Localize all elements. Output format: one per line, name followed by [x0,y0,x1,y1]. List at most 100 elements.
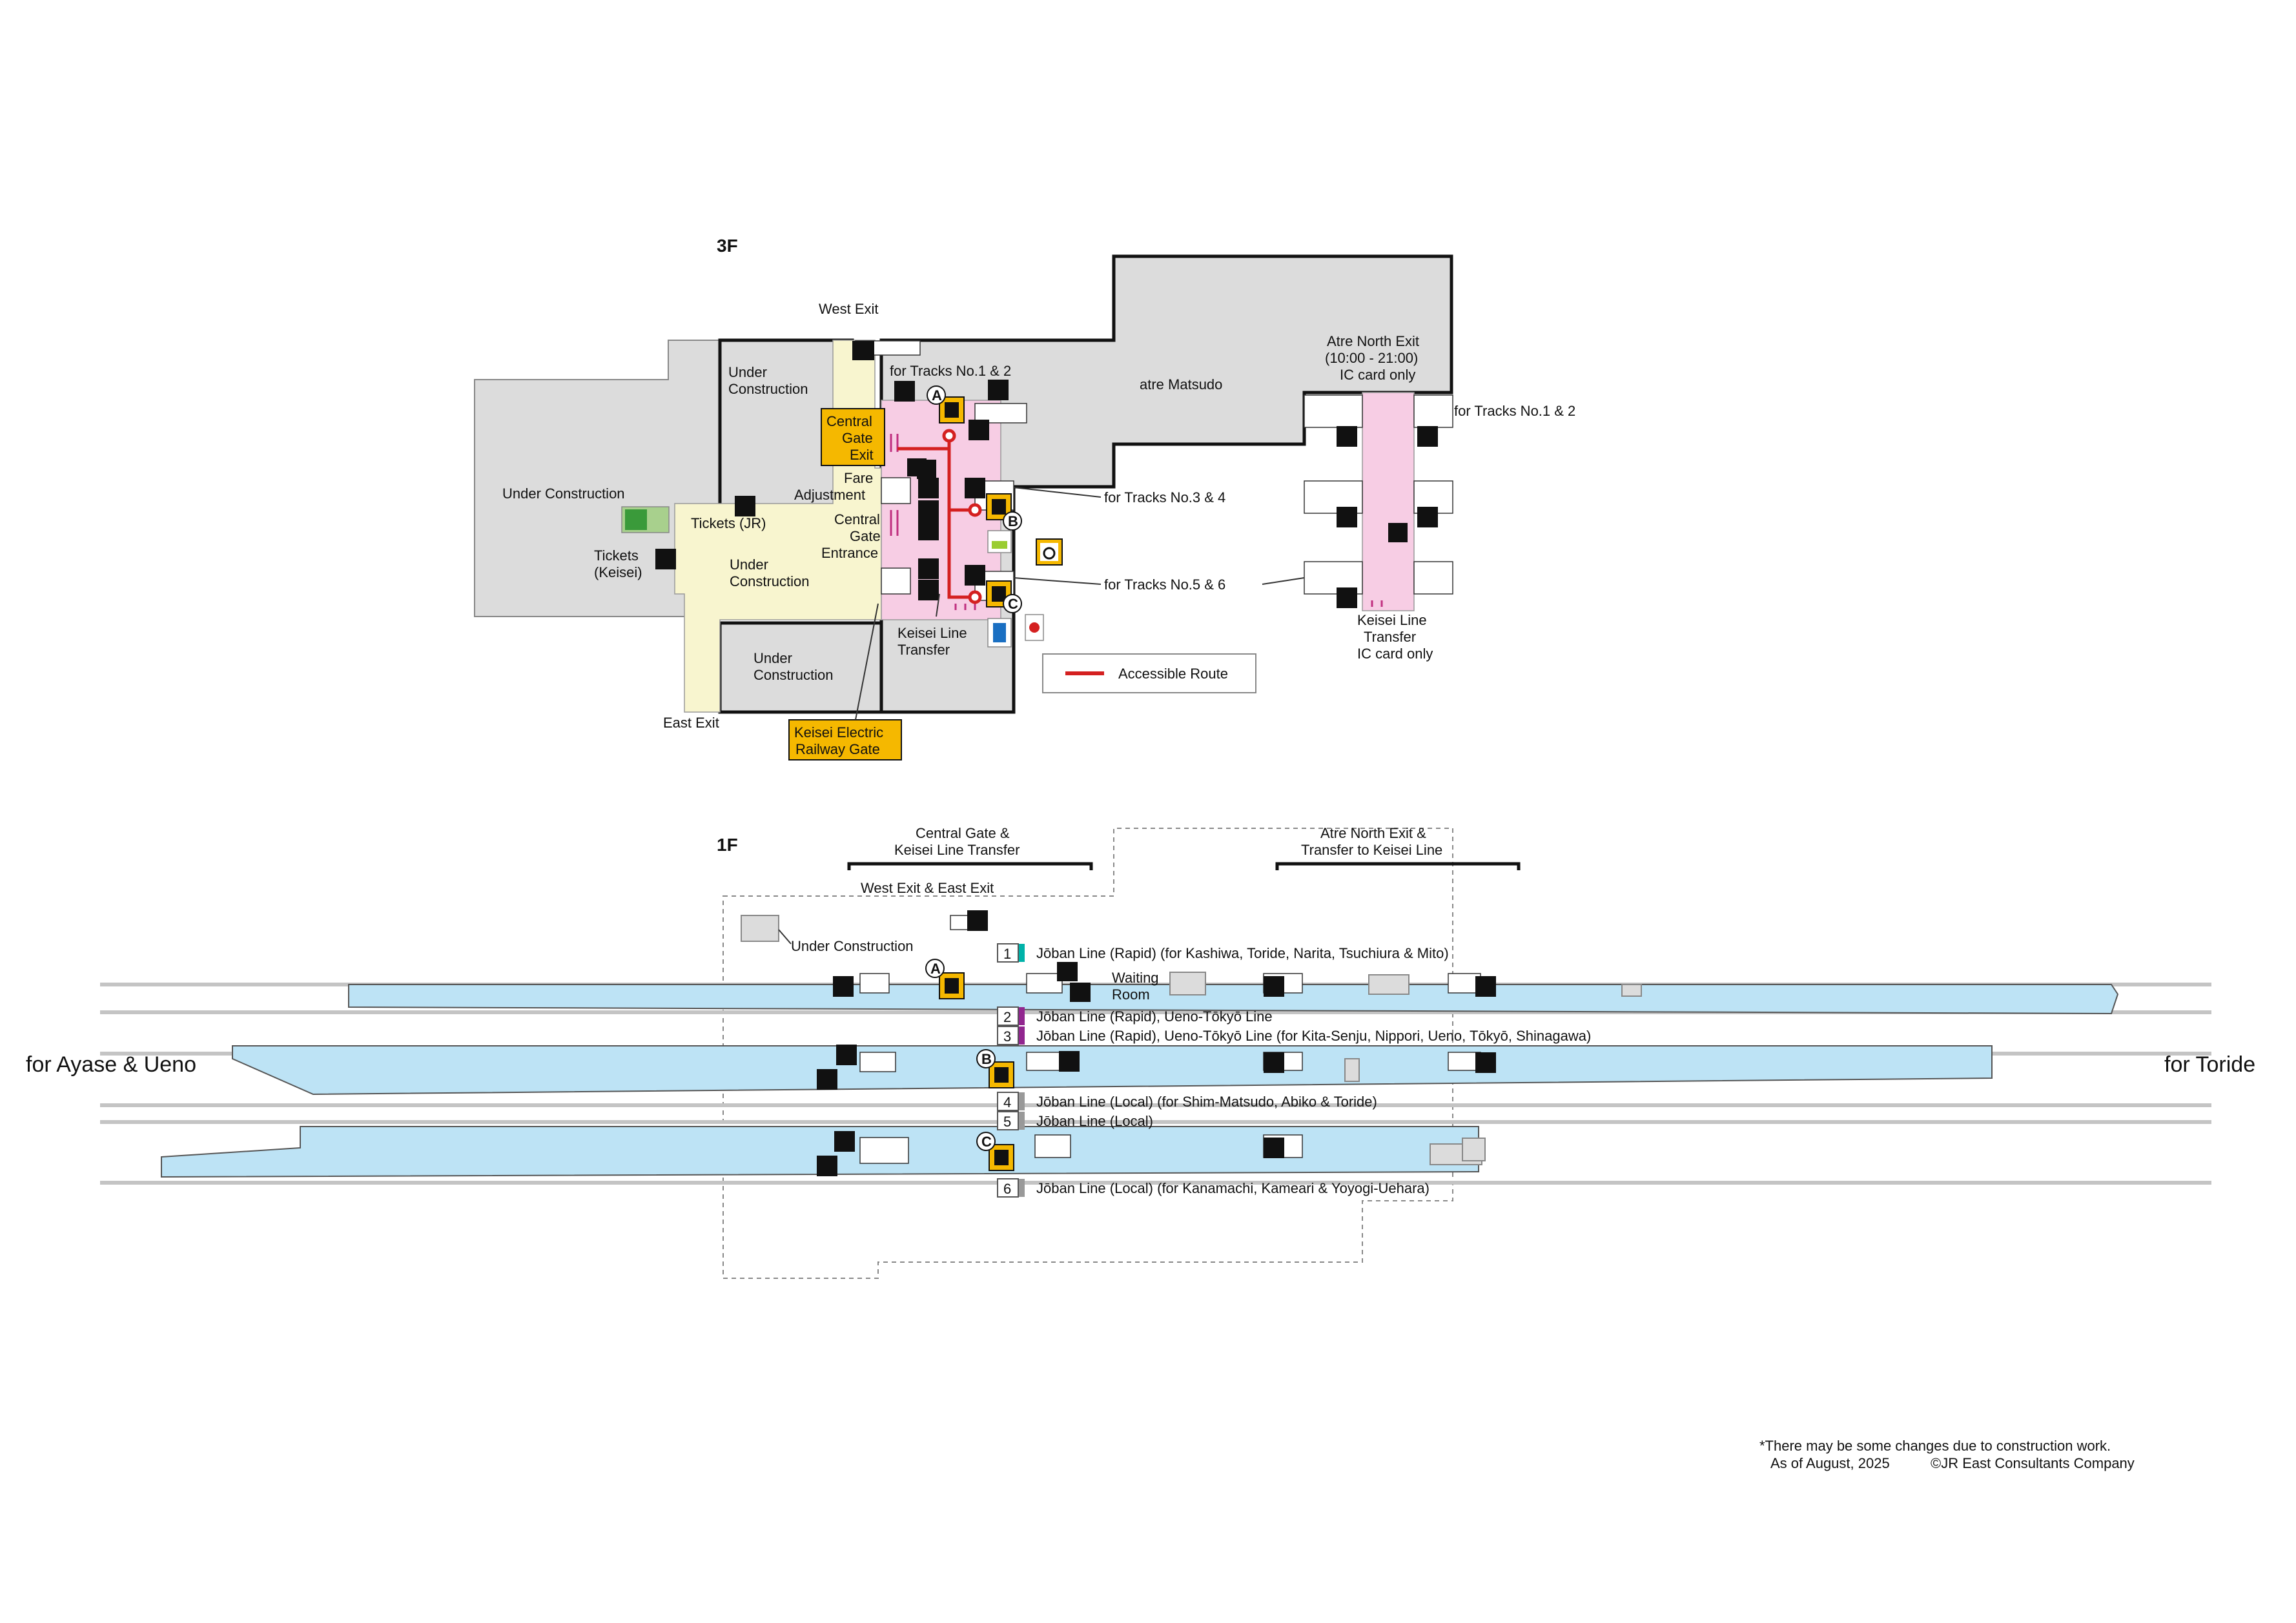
tracks-1-2-label: for Tracks No.1 & 2 [890,363,1011,379]
under-construction-label-3b: Construction [730,573,810,589]
construction-box-1f [741,915,779,942]
stair-gate-2 [881,567,911,595]
elevator-b-1f: B [976,1049,1014,1088]
under-construction-label-4b: Construction [753,667,834,683]
east-exit-label: East Exit [663,715,719,731]
accessible-route [897,429,982,604]
central-gate-exit-line-3: Exit [850,447,874,463]
track-6: 6 Jōban Line (Local) (for Kanamachi, Kam… [997,1178,1430,1198]
atre-north-concourse [1362,392,1415,611]
cream-passage [674,340,882,713]
concourse-outline-1f [723,828,1453,1279]
under-construction-label-4a: Under [753,650,792,666]
elevator-b-3f: B [986,493,1022,531]
elevator-c-1f: C [976,1132,1014,1171]
track-5: 5 Jōban Line (Local) [997,1111,1153,1130]
stair-atre-2 [1413,394,1453,428]
central-gate-transfer-label-2: Keisei Line Transfer [894,842,1020,858]
central-gate-entrance-label-3: Entrance [821,545,878,561]
atre-matsudo-area [879,254,1453,714]
construction-area-south [718,621,883,714]
svg-text:5: 5 [1003,1114,1011,1130]
stair-atre-6 [1413,561,1453,595]
keisei-gate-line-1: Keisei Electric [794,724,883,740]
stair-atre-1 [1304,394,1363,428]
atre-keisei-transfer-label-2: Transfer [1364,629,1416,645]
track-2: 2 Jōban Line (Rapid), Ueno-Tōkyō Line [997,1006,1273,1026]
track-3-label: Jōban Line (Rapid), Ueno-Tōkyō Line (for… [1036,1028,1591,1044]
track-4: 4 Jōban Line (Local) (for Shim-Matsudo, … [997,1092,1377,1111]
track-4-label: Jōban Line (Local) (for Shim-Matsudo, Ab… [1036,1094,1377,1110]
track-2-label: Jōban Line (Rapid), Ueno-Tōkyō Line [1036,1008,1273,1025]
footer-copyright: ©JR East Consultants Company [1931,1455,2135,1471]
leader-lines [855,487,1305,720]
svg-text:3: 3 [1003,1028,1011,1045]
track-1: 1 Jōban Line (Rapid) (for Kashiwa, Torid… [997,943,1449,963]
track-3: 3 Jōban Line (Rapid), Ueno-Tōkyō Line (f… [997,1026,1591,1045]
tickets-keisei-label-2: (Keisei) [594,564,642,580]
tickets-jr-label: Tickets (JR) [691,515,766,531]
keisei-transfer-label-2: Transfer [897,642,950,658]
under-construction-label-2b: Construction [728,381,808,397]
svg-text:A: A [932,387,942,403]
svg-text:C: C [1008,596,1018,612]
svg-text:4: 4 [1003,1094,1011,1110]
direction-ayase-ueno: for Ayase & Ueno [26,1052,196,1077]
central-gate-exit-line-2: Gate [842,430,873,446]
stair-icons-3f [655,341,1438,608]
atre-north-exit-label-2: (10:00 - 21:00) [1325,350,1418,366]
elevator-c-3f: C [986,580,1022,613]
legend-accessible-route: Accessible Route [1118,666,1228,682]
central-gate-transfer-label-1: Central Gate & [916,825,1010,841]
atre-tracks-1-2-label: for Tracks No.1 & 2 [1454,403,1575,419]
atre-matsudo-label: atre Matsudo [1140,376,1222,393]
icons-1f [817,910,1496,1176]
svg-text:B: B [981,1051,992,1067]
footer-as-of: As of August, 2025 [1770,1455,1890,1471]
waiting-room-label-1: Waiting [1112,970,1159,986]
platform-1-2 [348,984,2119,1015]
svg-text:6: 6 [1003,1181,1011,1197]
keisei-gate-line-2: Railway Gate [795,741,880,757]
atre-keisei-transfer-label-1: Keisei Line [1357,612,1427,628]
bracket-central [847,862,1093,870]
elevator-a-1f: A [925,959,965,999]
direction-toride: for Toride [2164,1052,2255,1077]
svg-text:1: 1 [1003,946,1011,962]
central-gate-entrance-label-1: Central [834,511,880,527]
tracks-3-4-label: for Tracks No.3 & 4 [1104,489,1225,505]
central-gate-exit-box [821,408,885,466]
central-gate-entrance-label-2: Gate [850,528,881,544]
atm-icon [987,530,1012,553]
floor-label-3f: 3F [717,236,738,256]
track-1-label: Jōban Line (Rapid) (for Kashiwa, Toride,… [1036,945,1449,961]
track-6-label: Jōban Line (Local) (for Kanamachi, Kamea… [1036,1180,1430,1196]
west-east-exit-label: West Exit & East Exit [861,880,994,896]
gate-markers [890,434,1383,610]
atre-keisei-transfer-label-3: IC card only [1357,646,1433,662]
footer-note: *There may be some changes due to constr… [1759,1438,2111,1454]
under-construction-label-3a: Under [730,556,768,573]
fare-adjustment-label-2: Adjustment [794,487,865,503]
legend-box: Accessible Route [1042,653,1256,693]
platform-5-6 [161,1126,1479,1178]
restroom-icon [987,614,1044,648]
svg-text:B: B [1008,513,1018,529]
bracket-atre [1275,862,1521,870]
under-construction-label-2a: Under [728,364,767,380]
fare-adjustment-label-1: Fare [844,470,873,486]
atre-north-transfer-label-1: Atre North Exit & [1320,825,1426,841]
svg-text:A: A [930,961,941,977]
under-construction-1f-label: Under Construction [791,938,914,954]
svg-text:2: 2 [1003,1009,1011,1025]
elevator-a-3f: A [927,385,965,424]
svg-text:C: C [981,1134,992,1150]
west-exit-label: West Exit [819,301,879,317]
atre-north-exit-label-1: Atre North Exit [1327,333,1419,349]
keisei-transfer-label-1: Keisei Line [897,625,967,641]
tracks-5-6-label: for Tracks No.5 & 6 [1104,577,1225,593]
atre-north-transfer-label-2: Transfer to Keisei Line [1301,842,1442,858]
tickets-keisei-label-1: Tickets [594,547,639,564]
atre-north-exit-label-3: IC card only [1340,367,1415,383]
